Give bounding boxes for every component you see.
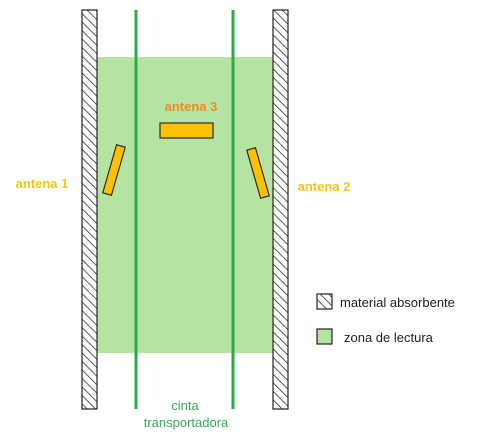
legend: material absorbente zona de lectura <box>316 293 455 345</box>
legend-read-zone-swatch-icon <box>316 328 333 345</box>
conveyor-label-line2: transportadora <box>144 415 229 430</box>
antenna-3-shape <box>159 122 214 139</box>
conveyor-label-line1: cinta <box>171 398 199 413</box>
antenna-3-label: antena 3 <box>165 99 218 114</box>
antenna-2-label: antena 2 <box>298 179 351 194</box>
legend-absorbent-label: material absorbente <box>340 295 455 310</box>
legend-read-zone-label: zona de lectura <box>344 330 434 345</box>
absorbent-wall-right <box>272 9 289 410</box>
read-zone-area <box>97 57 273 353</box>
antenna-1-shape <box>102 143 126 197</box>
antenna-2-shape <box>246 146 270 200</box>
antenna-1-label: antena 1 <box>16 176 69 191</box>
absorbent-wall-left <box>81 9 98 410</box>
legend-absorbent-swatch-icon <box>316 293 333 310</box>
